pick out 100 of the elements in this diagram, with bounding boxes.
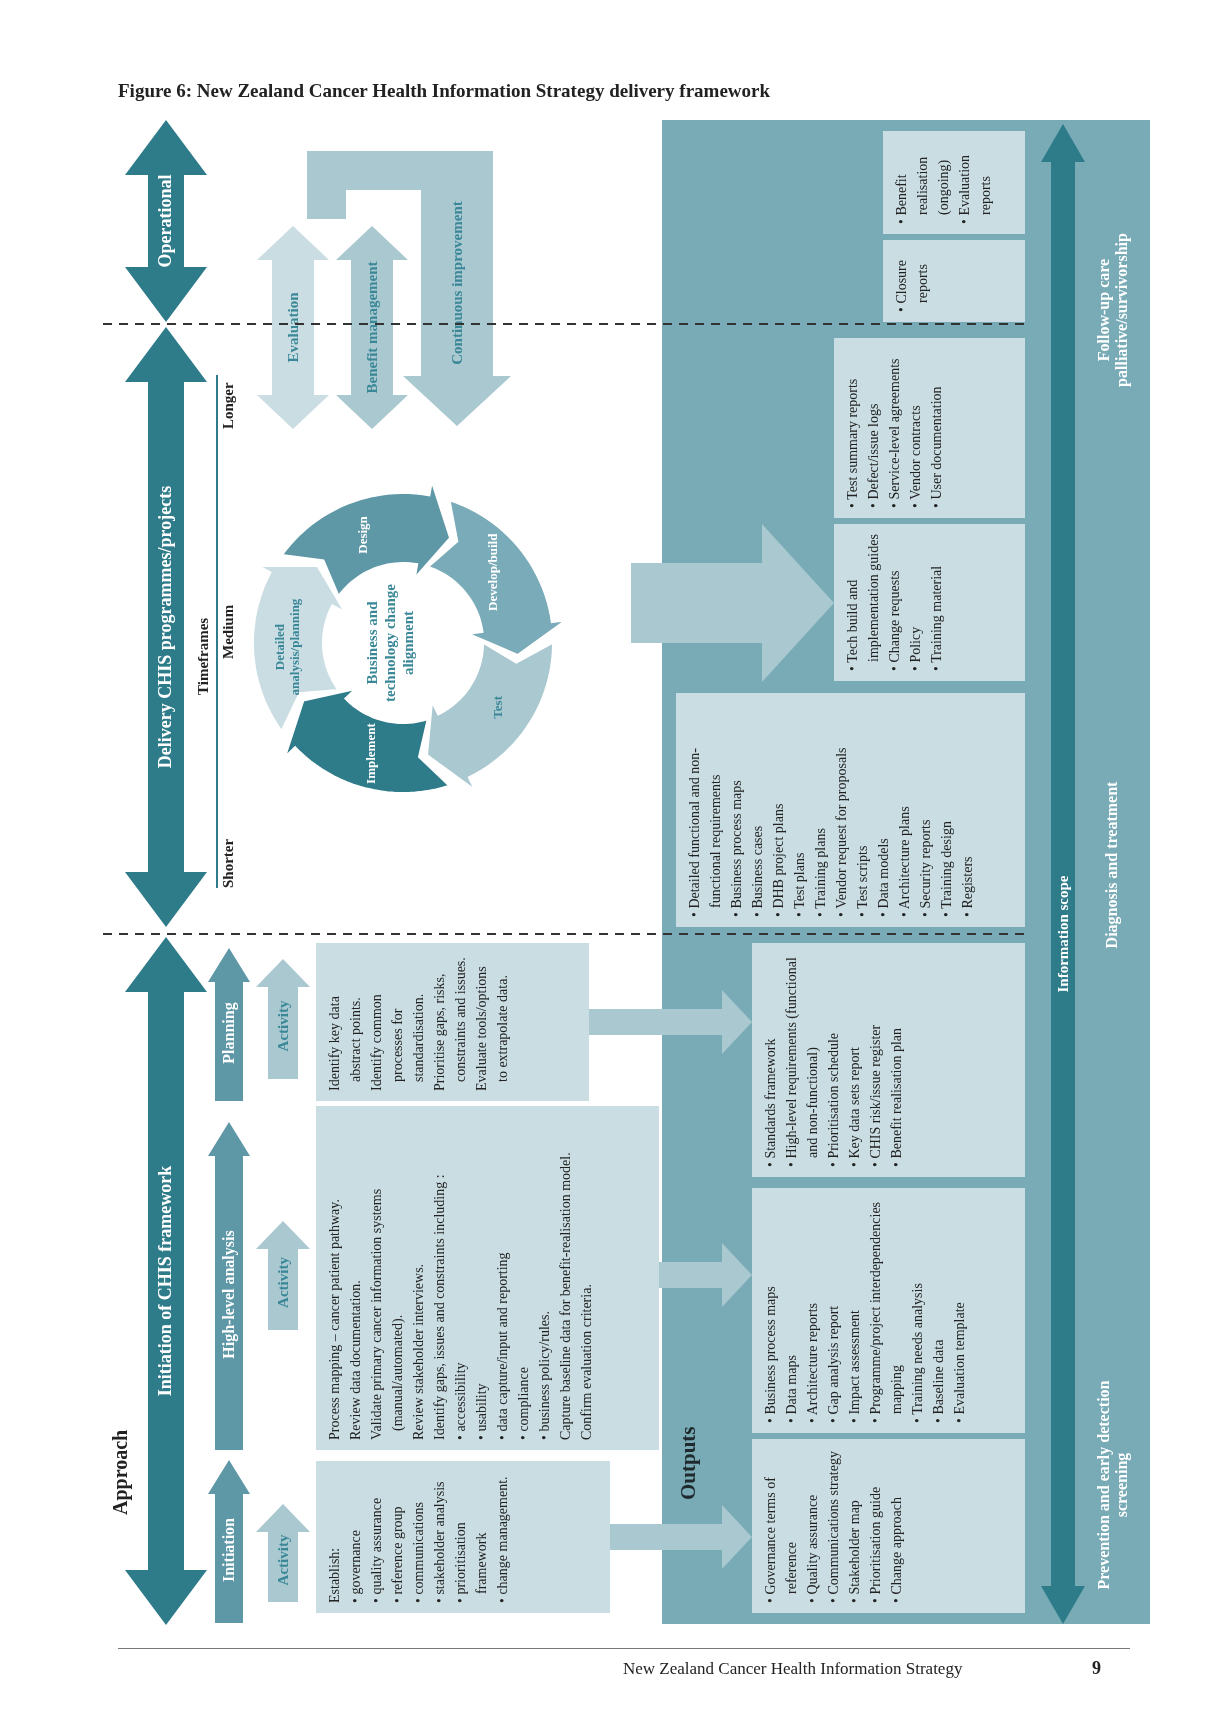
- list-item: • Benefit realisation (ongoing): [893, 155, 952, 224]
- text-line: • data capture/input and reporting: [494, 1251, 511, 1440]
- list-item: • Test plans: [791, 851, 808, 917]
- text-line: • change management.: [494, 1475, 511, 1603]
- list-item: • Data maps: [783, 1354, 800, 1423]
- list-item: • Architecture plans: [896, 805, 913, 917]
- segment-label: Develop/build: [486, 533, 502, 611]
- chevron-arrow: [589, 990, 752, 1054]
- list-item: • Impact assessment: [846, 1309, 863, 1423]
- list-item: • Evaluation template: [951, 1301, 968, 1423]
- list-item: • Change approach: [888, 1496, 905, 1603]
- output-box: [834, 524, 1025, 681]
- list-item: • Key data sets report: [846, 1046, 863, 1167]
- list-item: • Communications strategy: [825, 1450, 842, 1603]
- axis-label: Longer: [220, 382, 237, 429]
- axis-label: Medium: [220, 604, 237, 659]
- banner-label: Initiation: [220, 1518, 238, 1582]
- list-item: • Prioritisation guide: [867, 1485, 884, 1603]
- list-item: • Quality assurance: [804, 1493, 821, 1603]
- panel-heading: Outputs: [676, 1426, 701, 1500]
- output-box: [752, 1188, 1025, 1433]
- list-item: • Test summary reports: [844, 377, 861, 508]
- list-item: • Prioritisation schedule: [825, 1032, 842, 1167]
- list-item: • Training material: [928, 564, 945, 671]
- text-line: • stakeholder analysis: [431, 1480, 448, 1603]
- list-item: • Baseline data: [930, 1338, 947, 1423]
- list-item: • Defect/issue logs: [865, 402, 882, 508]
- text-line: Evaluate tools/options to extrapolate data.: [473, 965, 511, 1091]
- list-item: • Business process maps: [762, 1285, 779, 1423]
- activity-box: [316, 1461, 610, 1613]
- banner-label: Evaluation: [284, 292, 302, 363]
- banner-label: High-level analysis: [220, 1230, 238, 1359]
- text-line: • business policy/rules.: [536, 1310, 553, 1440]
- list-item: • Governance terms of reference: [762, 1476, 800, 1603]
- list-item: • Training plans: [812, 827, 829, 917]
- banner-label: Initiation of CHIS framework: [156, 1165, 176, 1397]
- text-line: Process mapping – cancer patient pathway.: [326, 1198, 343, 1440]
- banner-label: Information scope: [1054, 875, 1072, 993]
- text-line: Capture baseline data for benefit-realisation model.: [557, 1151, 574, 1440]
- list-item: • Training design: [938, 820, 955, 917]
- text-line: Review stakeholder interviews.: [410, 1262, 427, 1440]
- text-line: • quality assurance: [368, 1496, 385, 1603]
- axis-label: Shorter: [220, 838, 237, 888]
- segment-label: Detailed analysis/planning: [273, 597, 303, 698]
- output-box: [834, 338, 1025, 518]
- list-item: • DHB project plans: [770, 802, 787, 917]
- list-item: • Vendor contracts: [907, 404, 924, 508]
- activity-box: [316, 943, 589, 1101]
- figure-title: Figure 6: New Zealand Cancer Health Information Strategy delivery framework: [118, 80, 771, 102]
- outputs-panel: [662, 120, 1150, 1624]
- list-item: • Benefit realisation plan: [888, 1026, 905, 1167]
- list-item: • Programme/project interdependencies mapping: [867, 1200, 905, 1423]
- segment-label: Test: [490, 696, 506, 719]
- output-box: [676, 693, 1025, 927]
- text-line: Prioritise gaps, risks, constraints and issues.: [431, 956, 469, 1091]
- list-item: • Service-level agreements: [886, 357, 903, 508]
- text-line: • communications: [410, 1501, 427, 1603]
- list-item: • Business cases: [749, 824, 766, 917]
- list-item: • Detailed functional and non-functional requirements: [686, 747, 724, 917]
- cycle-center-label: Business and technology change alignment: [363, 581, 417, 705]
- banner-label: Activity: [274, 1257, 292, 1308]
- list-item: • Gap analysis report: [825, 1304, 842, 1423]
- banner-label: Activity: [274, 1534, 292, 1586]
- axis-title: Timeframes: [195, 617, 212, 695]
- text-line: • usability: [473, 1382, 490, 1440]
- text-line: Identify gaps, issues and constraints including :: [431, 1173, 448, 1440]
- activity-box: [316, 1106, 659, 1450]
- banner-label: Delivery CHIS programmes/projects: [156, 485, 176, 769]
- list-item: • Training needs analysis: [909, 1282, 926, 1423]
- scope-label: Prevention and early detection screening: [1095, 1379, 1132, 1592]
- banner-label: Benefit management: [363, 261, 381, 394]
- page-number: 9: [1092, 1658, 1101, 1679]
- text-line: • prioritisation framework: [452, 1521, 490, 1603]
- text-line: Establish:: [326, 1546, 343, 1603]
- list-item: • Architecture reports: [804, 1302, 821, 1423]
- list-item: • Change requests: [886, 569, 903, 671]
- output-box: [752, 1439, 1025, 1613]
- list-item: • Test scripts: [854, 844, 871, 917]
- segment-label: Design: [356, 516, 372, 554]
- chevron-arrow: [659, 1243, 752, 1307]
- banner-label: Continuous improvement: [448, 201, 466, 365]
- text-line: Review data documentation.: [347, 1279, 364, 1440]
- text-line: • compliance: [515, 1366, 532, 1440]
- banner-label: Planning: [220, 1002, 238, 1064]
- list-item: • Business process maps: [728, 779, 745, 917]
- banner-label: Activity: [274, 1000, 292, 1052]
- list-item: • Data models: [875, 837, 892, 917]
- text-line: Identify common processes for standardisation.: [368, 992, 427, 1091]
- banner-label: Operational: [156, 174, 176, 268]
- text-line: Validate primary cancer information systems (manual/automated).: [368, 1187, 406, 1440]
- chevron-arrow: [631, 524, 834, 682]
- scope-label: Diagnosis and treatment: [1103, 780, 1122, 951]
- scope-label: Follow-up care palliative/survivorship: [1095, 232, 1132, 389]
- text-line: • reference group: [389, 1505, 406, 1603]
- section-heading: Approach: [109, 1429, 132, 1515]
- segment-label: Implement: [363, 723, 379, 784]
- footer-text: New Zealand Cancer Health Information Strategy: [623, 1659, 963, 1679]
- list-item: • Closure reports: [893, 259, 931, 312]
- list-item: • Standards framework: [762, 1037, 779, 1167]
- list-item: • Tech build and implementation guides: [844, 534, 882, 671]
